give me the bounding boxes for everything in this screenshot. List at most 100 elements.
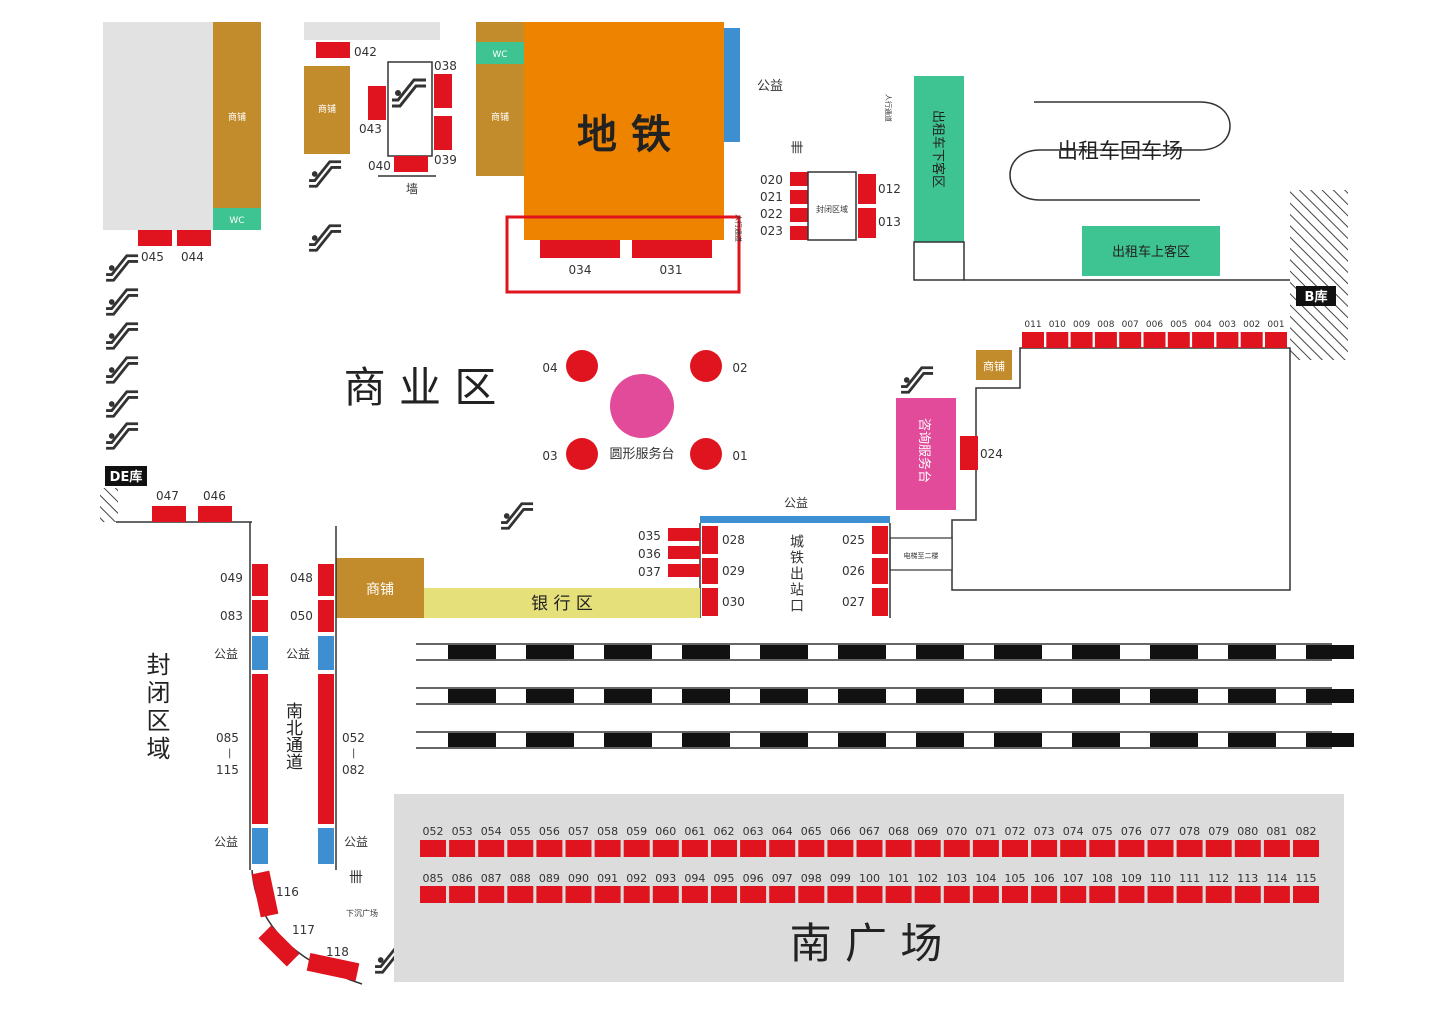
ad-006[interactable] (1143, 332, 1166, 348)
ad-108[interactable] (1089, 886, 1116, 903)
ad-049[interactable] (252, 564, 268, 596)
ad-053[interactable] (449, 840, 476, 857)
ad-064[interactable] (769, 840, 796, 857)
ad-062[interactable] (711, 840, 737, 857)
ad-113[interactable] (1234, 886, 1261, 903)
ad-114[interactable] (1263, 886, 1290, 903)
ad-118[interactable] (306, 952, 360, 982)
ad-027[interactable] (872, 588, 888, 616)
ad-109[interactable] (1118, 886, 1145, 903)
ad-038[interactable] (434, 74, 452, 108)
ad-101[interactable] (885, 886, 912, 903)
ad-009[interactable] (1070, 332, 1093, 348)
ad-050[interactable] (318, 600, 334, 632)
ad-011[interactable] (1022, 332, 1044, 348)
ad-04[interactable] (566, 350, 598, 382)
ad-102[interactable] (914, 886, 941, 903)
ad-076[interactable] (1118, 840, 1145, 857)
ad-058[interactable] (594, 840, 621, 857)
ad-071[interactable] (972, 840, 999, 857)
ad-048[interactable] (318, 564, 334, 596)
ad-097[interactable] (769, 886, 796, 903)
ad-03[interactable] (566, 438, 598, 470)
ad-099[interactable] (827, 886, 854, 903)
ad-043[interactable] (368, 86, 386, 120)
ad-046[interactable] (198, 506, 232, 522)
ad-065[interactable] (798, 840, 825, 857)
ad-055[interactable] (507, 840, 534, 857)
ad-085[interactable] (420, 886, 446, 903)
ad-070[interactable] (943, 840, 970, 857)
ad-107[interactable] (1060, 886, 1087, 903)
ad-100[interactable] (856, 886, 883, 903)
ad-001[interactable] (1265, 332, 1287, 348)
ad-052-082[interactable] (318, 674, 334, 824)
ad-012[interactable] (858, 174, 876, 204)
ad-115[interactable] (1293, 886, 1319, 903)
ad-059[interactable] (623, 840, 650, 857)
ad-088[interactable] (507, 886, 534, 903)
ad-110[interactable] (1147, 886, 1174, 903)
ad-083[interactable] (252, 600, 268, 632)
ad-075[interactable] (1089, 840, 1116, 857)
ad-098[interactable] (798, 886, 825, 903)
ad-024[interactable] (960, 436, 978, 470)
round-service-desk[interactable] (610, 374, 674, 438)
ad-031[interactable] (632, 240, 712, 258)
ad-094[interactable] (681, 886, 708, 903)
ad-060[interactable] (652, 840, 679, 857)
ad-066[interactable] (827, 840, 854, 857)
ad-056[interactable] (536, 840, 563, 857)
ad-035[interactable] (668, 528, 700, 541)
ad-023[interactable] (790, 226, 808, 240)
ad-111[interactable] (1176, 886, 1203, 903)
ad-030[interactable] (702, 588, 718, 616)
ad-069[interactable] (914, 840, 941, 857)
ad-093[interactable] (652, 886, 679, 903)
ad-090[interactable] (565, 886, 592, 903)
ad-096[interactable] (740, 886, 767, 903)
ad-095[interactable] (711, 886, 737, 903)
ad-061[interactable] (681, 840, 708, 857)
ad-045[interactable] (138, 230, 172, 246)
ad-079[interactable] (1205, 840, 1232, 857)
ad-074[interactable] (1060, 840, 1087, 857)
ad-085-115[interactable] (252, 674, 268, 824)
ad-072[interactable] (1002, 840, 1028, 857)
ad-116[interactable] (251, 870, 279, 918)
ad-067[interactable] (856, 840, 883, 857)
ad-005[interactable] (1167, 332, 1190, 348)
ad-081[interactable] (1263, 840, 1290, 857)
ad-039[interactable] (434, 116, 452, 150)
ad-021[interactable] (790, 190, 808, 204)
ad-036[interactable] (668, 546, 700, 559)
ad-082[interactable] (1293, 840, 1319, 857)
ad-057[interactable] (565, 840, 592, 857)
ad-105[interactable] (1002, 886, 1028, 903)
ad-104[interactable] (972, 886, 999, 903)
ad-112[interactable] (1205, 886, 1232, 903)
ad-077[interactable] (1147, 840, 1174, 857)
ad-010[interactable] (1046, 332, 1069, 348)
ad-004[interactable] (1192, 332, 1215, 348)
ad-052[interactable] (420, 840, 446, 857)
ad-020[interactable] (790, 172, 808, 186)
ad-092[interactable] (623, 886, 650, 903)
ad-008[interactable] (1094, 332, 1117, 348)
ad-068[interactable] (885, 840, 912, 857)
ad-047[interactable] (152, 506, 186, 522)
ad-026[interactable] (872, 558, 888, 584)
ad-002[interactable] (1240, 332, 1263, 348)
ad-007[interactable] (1119, 332, 1142, 348)
ad-040[interactable] (394, 156, 428, 172)
ad-025[interactable] (872, 526, 888, 554)
ad-073[interactable] (1031, 840, 1058, 857)
ad-080[interactable] (1234, 840, 1261, 857)
ad-103[interactable] (943, 886, 970, 903)
ad-022[interactable] (790, 208, 808, 222)
ad-086[interactable] (449, 886, 476, 903)
ad-078[interactable] (1176, 840, 1203, 857)
ad-029[interactable] (702, 558, 718, 584)
ad-117[interactable] (258, 925, 300, 967)
ad-087[interactable] (478, 886, 505, 903)
